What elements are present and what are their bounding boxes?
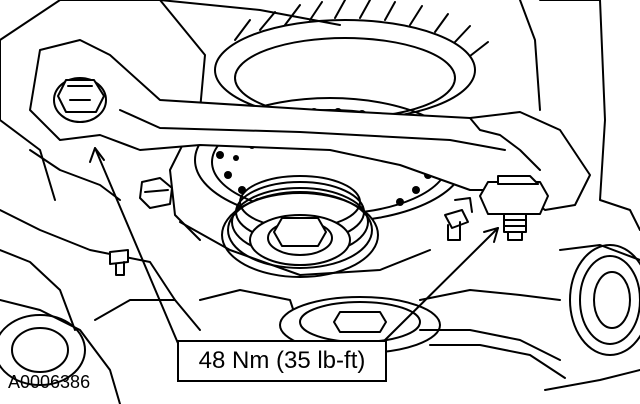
small-bolt-left (139, 177, 173, 209)
drive-belt (179, 221, 566, 379)
small-stud-left (109, 249, 129, 276)
torque-spec-callout: 48 Nm (35 lb-ft) (177, 340, 387, 382)
torque-spec-text: 48 Nm (35 lb-ft) (198, 347, 366, 374)
lower-right-pulley (569, 244, 640, 356)
tensioner-arm (29, 39, 591, 211)
callout-arrows (89, 147, 499, 349)
tensioner-bolt-right (479, 175, 549, 241)
lower-left-housing (0, 314, 86, 386)
finned-fan-pulley (214, 0, 489, 121)
small-stud-right (444, 197, 473, 241)
grooved-pulley (221, 175, 379, 278)
figure-id-label: A0006386 (8, 372, 91, 392)
lower-center-pulley (279, 296, 441, 354)
upper-left-bolt (53, 77, 107, 123)
